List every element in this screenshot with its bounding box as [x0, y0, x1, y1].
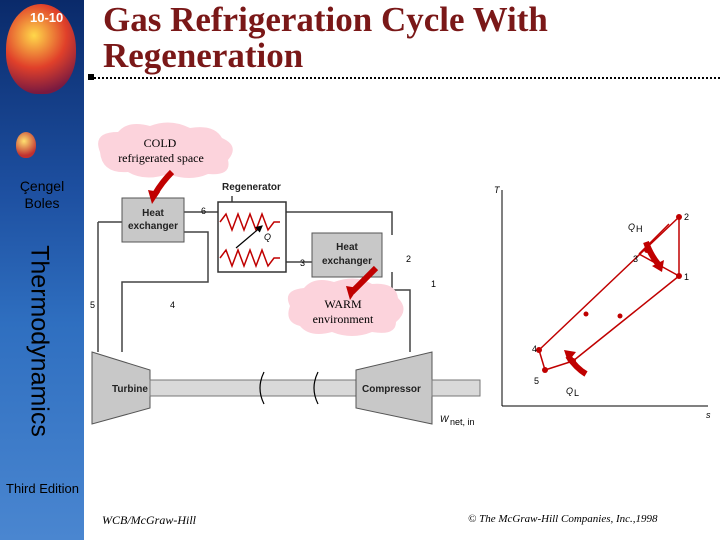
svg-text:4: 4: [532, 344, 537, 354]
footer-copyright: © The McGraw-Hill Companies, Inc.,1998: [468, 513, 658, 525]
compressor: Compressor W net, in: [356, 352, 480, 427]
ts-diagram: T s 2 1 3 4 5 6 Q H Q L: [494, 185, 711, 420]
svg-text:Q: Q: [264, 232, 271, 242]
left-heat-exchanger: Heat exchanger: [122, 198, 184, 242]
svg-text:T: T: [494, 185, 501, 195]
svg-text:net, in: net, in: [450, 417, 475, 427]
footer-publisher: WCB/McGraw-Hill: [102, 513, 196, 528]
warm-sublabel: environment: [313, 312, 374, 326]
svg-text:Turbine: Turbine: [112, 384, 148, 395]
warm-environment-cloud: WARM environment: [288, 278, 404, 336]
svg-text:4: 4: [170, 300, 175, 310]
svg-text:Heat: Heat: [142, 208, 164, 219]
svg-text:3: 3: [300, 258, 305, 268]
svg-text:W: W: [440, 414, 450, 424]
svg-text:L: L: [574, 388, 579, 398]
cold-label: COLD: [144, 136, 177, 150]
svg-text:Q: Q: [628, 222, 635, 232]
svg-text:1: 1: [684, 272, 689, 282]
svg-text:exchanger: exchanger: [128, 221, 178, 232]
regenerator: Regenerator Q: [218, 182, 286, 272]
cold-sublabel: refrigerated space: [118, 151, 204, 165]
svg-text:Regenerator: Regenerator: [222, 182, 281, 193]
svg-text:3: 3: [633, 254, 638, 264]
svg-text:6: 6: [201, 206, 206, 216]
shaft: [150, 372, 356, 404]
svg-text:2: 2: [406, 254, 411, 264]
svg-text:5: 5: [534, 376, 539, 386]
svg-text:Compressor: Compressor: [362, 384, 421, 395]
svg-text:Q: Q: [566, 386, 573, 396]
turbine: Turbine: [92, 352, 150, 424]
svg-text:2: 2: [684, 212, 689, 222]
svg-text:s: s: [706, 410, 711, 420]
svg-text:5: 5: [90, 300, 95, 310]
svg-text:1: 1: [431, 279, 436, 289]
cold-space-cloud: COLD refrigerated space: [98, 122, 233, 178]
warm-label: WARM: [324, 297, 362, 311]
svg-text:exchanger: exchanger: [322, 256, 372, 267]
svg-text:H: H: [636, 224, 643, 234]
svg-text:Heat: Heat: [336, 242, 358, 253]
